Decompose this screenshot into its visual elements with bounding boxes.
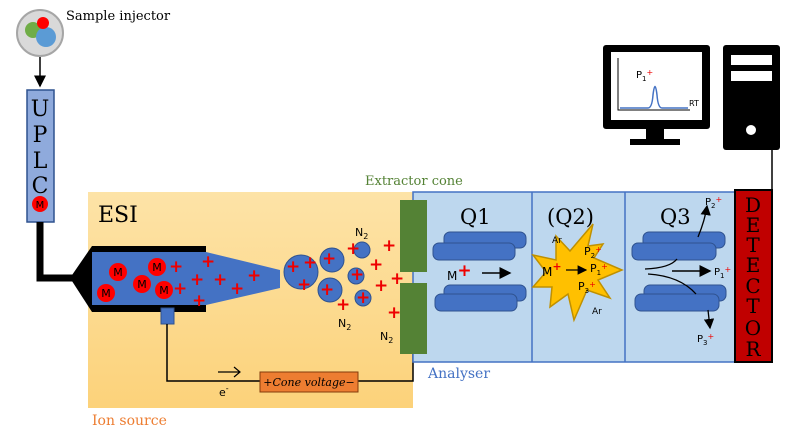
ion-plus: + — [173, 279, 187, 299]
molecule-icon — [32, 196, 48, 212]
uplc-letter: P — [33, 123, 48, 148]
detector-letter: E — [746, 213, 761, 237]
ion-plus: + — [356, 288, 370, 308]
uplc-letter: U — [31, 97, 50, 122]
molecule-label: M — [113, 266, 123, 279]
extractor-cone-label: Extractor cone — [365, 174, 463, 189]
q3-label: Q3 — [660, 205, 691, 229]
p3-arrow — [703, 309, 715, 330]
ion-source-label: Ion source — [92, 413, 167, 429]
molecule-label: M — [101, 287, 111, 300]
molecule-label: M — [152, 261, 162, 274]
ion-plus: + — [286, 257, 300, 277]
detector — [734, 189, 773, 363]
ion-plus: + — [213, 270, 227, 290]
ion-plus: + — [192, 291, 206, 311]
q2-label: (Q2) — [547, 205, 594, 229]
electron-label: e- — [219, 384, 229, 399]
ion-plus: + — [201, 252, 215, 272]
ion-plus: + — [387, 303, 401, 323]
ion-plus: + — [322, 249, 336, 269]
computer-icon: P1+ RT — [603, 45, 780, 150]
analyser-label: Analyser — [427, 366, 490, 382]
extractor-cone-upper — [400, 200, 427, 272]
nitrogen-labels: N2 N2 N2 — [338, 226, 393, 345]
droplets — [283, 241, 372, 307]
detector-letter: D — [745, 193, 761, 217]
ion-plus: + — [247, 266, 261, 286]
ion-plus: + — [374, 276, 388, 296]
n2-label: N2 — [338, 317, 351, 332]
ion-paths — [644, 258, 697, 295]
nozzle — [70, 246, 92, 312]
uplc-letter: C — [32, 174, 49, 199]
ion-plus: + — [350, 265, 364, 285]
q2-text: Ar Ar M+ P2+ P1+ P3+ — [542, 236, 608, 317]
ion-plus: + — [320, 280, 334, 300]
detector-letter: T — [746, 233, 760, 257]
sample-injector-label: Sample injector — [66, 9, 171, 24]
detector-label: D E T E C T O R — [745, 193, 762, 361]
molecule-label: M — [159, 284, 169, 297]
detector-letter: C — [745, 274, 760, 298]
ion-plus: + — [297, 275, 311, 295]
esi-label: ESI — [98, 203, 138, 228]
molecules: M M M M M — [97, 258, 173, 302]
ion-plus: + — [382, 236, 396, 256]
ions: + + + + + + + + — [169, 252, 261, 311]
collision-burst-icon — [531, 223, 624, 323]
q1-label: Q1 — [460, 205, 491, 229]
ion-plus: + — [346, 239, 360, 259]
n2-label: N2 — [380, 330, 393, 345]
extractor-cone-lower — [400, 283, 427, 354]
ion-plus: + — [169, 257, 183, 277]
detector-letter: E — [746, 253, 761, 277]
molecule-label: M — [36, 200, 45, 211]
argon-label: Ar — [592, 307, 602, 317]
detector-letter: O — [745, 316, 761, 340]
molecule-label: M — [137, 278, 147, 291]
ion-plus: + — [303, 253, 317, 273]
q1-rods — [432, 231, 527, 312]
ion-plus: + — [230, 279, 244, 299]
argon-label: Ar — [552, 236, 562, 246]
precursor-ion-label: M+ — [542, 260, 562, 279]
ion-plus: + — [190, 270, 204, 290]
rt-axis-label: RT — [689, 99, 699, 108]
uplc-letter: L — [33, 149, 48, 174]
q3-rods — [631, 231, 727, 312]
cone-voltage-box — [259, 371, 359, 393]
detector-letter: T — [746, 294, 760, 318]
n2-label: N2 — [355, 226, 368, 241]
q1-ion-label: M+ — [447, 261, 472, 283]
electron-arrow-icon — [218, 366, 241, 378]
needle-electrode — [160, 307, 175, 325]
detector-letter: R — [745, 337, 761, 361]
circuit-wire — [166, 324, 414, 382]
sample-injector — [16, 9, 64, 57]
p2-arrow — [697, 204, 711, 238]
tubing — [36, 222, 75, 282]
ion-plus: + — [369, 255, 383, 275]
ion-plus: + — [336, 295, 350, 315]
cone-voltage-label: +Cone voltage− — [263, 376, 354, 389]
droplet-ions: + + + + + + + + + + + + + + — [286, 236, 404, 323]
